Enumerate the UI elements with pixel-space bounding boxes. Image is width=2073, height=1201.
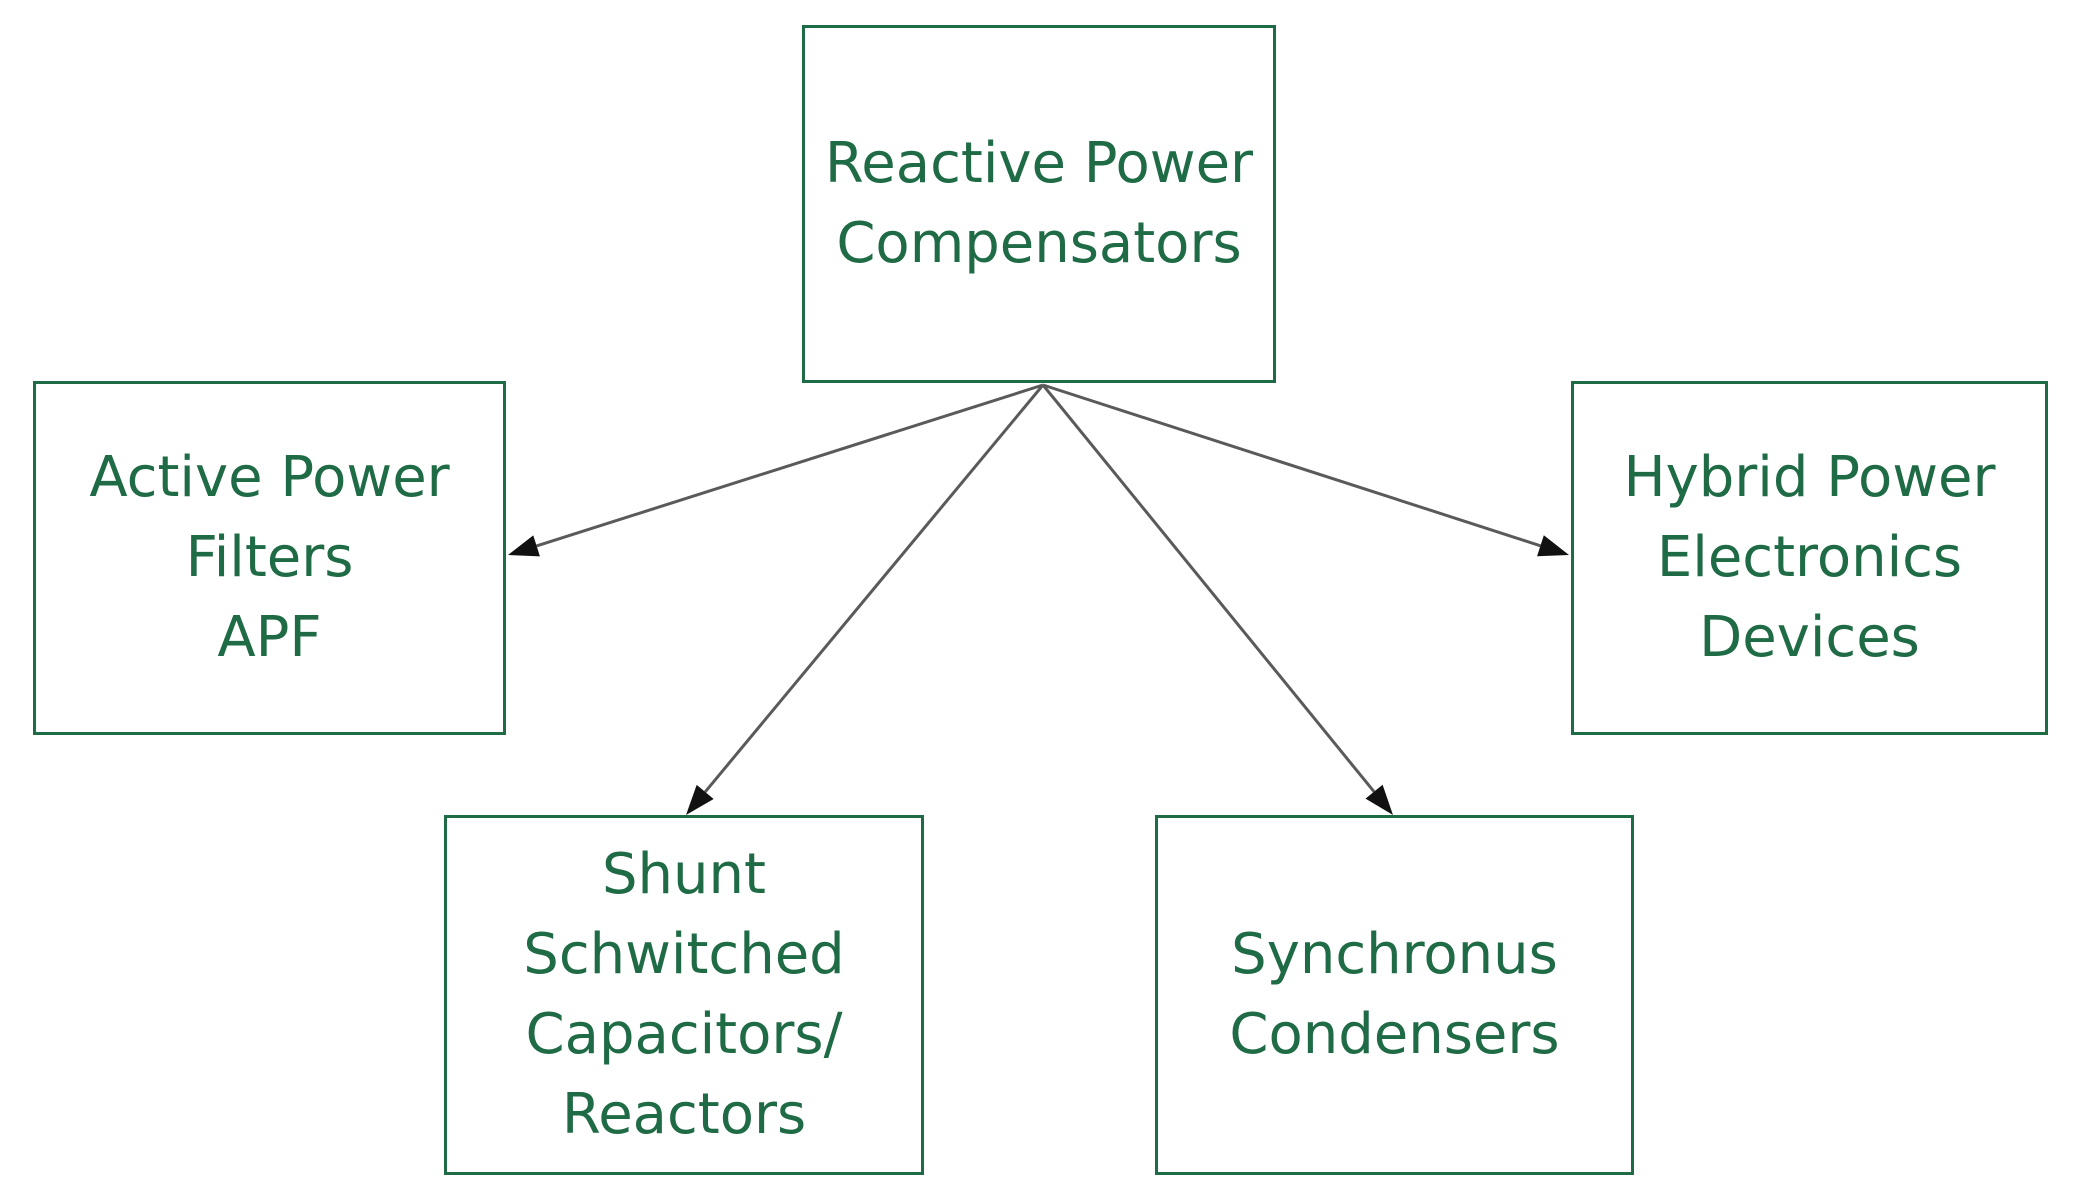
node-label-line: Active Power [89,445,450,510]
arrowhead-shunt [686,784,714,815]
node-label-line: Synchronus [1231,922,1558,987]
node-label-line: Condensers [1229,1002,1560,1067]
node-label-line: Compensators [836,211,1242,276]
node-label-line: APF [217,605,322,670]
edge-root-to-sync [1041,384,1376,793]
edge-root-to-hybrid [1042,383,1541,548]
node-active-power-filters: Active Power Filters APF [33,381,506,735]
edge-root-to-shunt [704,384,1045,793]
node-label-line: Electronics [1656,525,1963,590]
node-shunt-switched-capacitors-reactors: Shunt Schwitched Capacitors/ Reactors [444,815,924,1175]
node-synchronous-condensers: Synchronus Condensers [1155,815,1634,1175]
node-label-line: Schwitched [523,922,845,987]
edge-root-to-apf [536,383,1044,548]
node-label-line: Reactors [561,1082,807,1147]
arrowhead-apf [508,535,540,557]
node-label-line: Shunt [602,842,766,907]
node-label-line: Filters [185,525,354,590]
node-reactive-power-compensators: Reactive Power Compensators [802,25,1276,383]
node-label-line: Reactive Power [824,131,1254,196]
node-hybrid-power-electronics-devices: Hybrid Power Electronics Devices [1571,381,2048,735]
arrowhead-hybrid [1537,535,1569,557]
node-label-line: Devices [1699,605,1920,670]
arrowhead-sync [1365,784,1393,815]
node-label-line: Capacitors/ [525,1002,843,1067]
node-label-line: Hybrid Power [1623,445,1996,510]
